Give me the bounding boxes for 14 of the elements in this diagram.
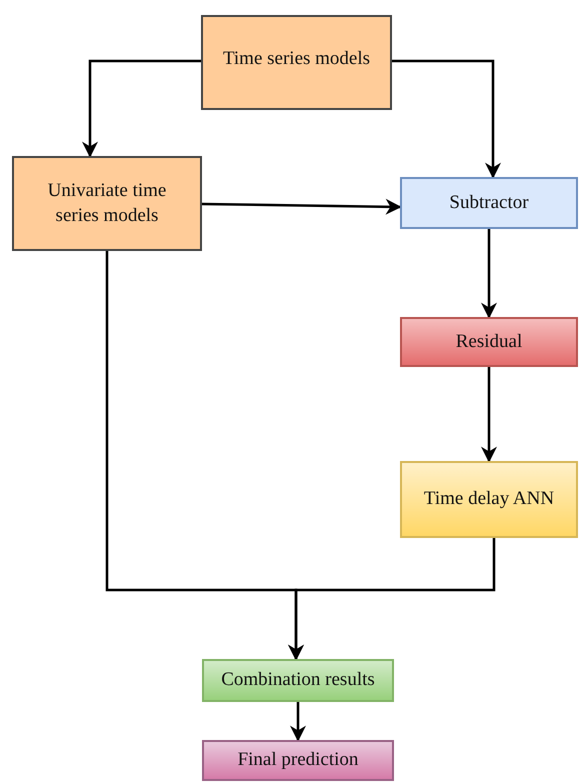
arrow	[392, 60, 501, 179]
process-box: Time delay ANN	[400, 461, 578, 538]
arrow	[288, 538, 496, 661]
process-box: Final prediction	[202, 740, 394, 781]
process-box: Combination results	[202, 659, 394, 702]
arrow	[481, 367, 497, 463]
arrow	[481, 229, 497, 319]
arrow	[290, 702, 306, 742]
process-box: Time series models	[201, 15, 392, 110]
arrow	[202, 198, 402, 215]
process-box: Residual	[400, 317, 578, 367]
process-box: Univariate time series models	[12, 156, 202, 251]
arrow	[82, 60, 201, 158]
process-box: Subtractor	[400, 177, 578, 229]
